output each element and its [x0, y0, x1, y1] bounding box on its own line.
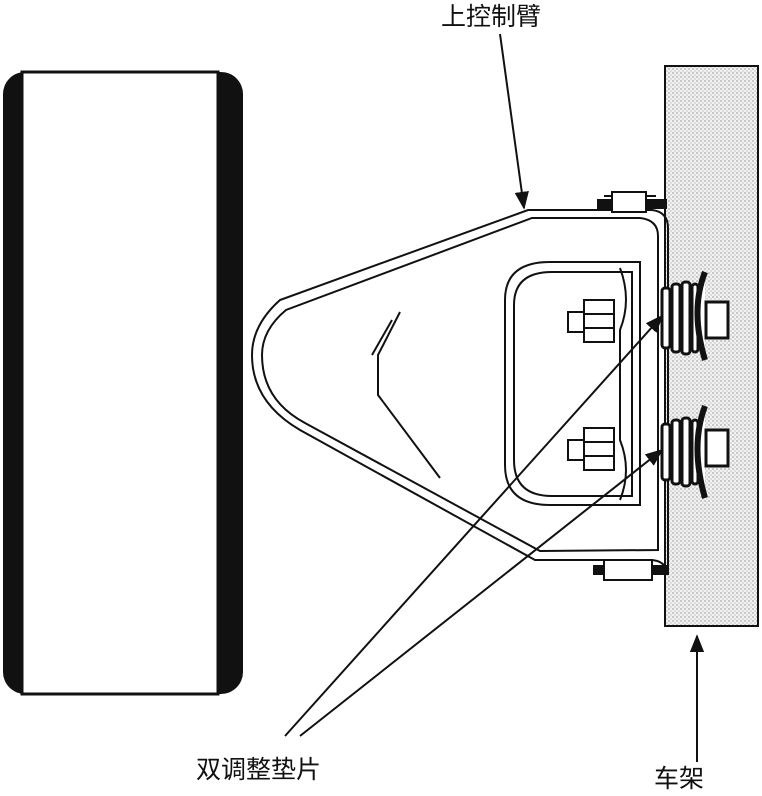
- wheel-tire: [3, 70, 243, 696]
- arrow-shim-lower: [299, 448, 664, 737]
- label-frame: 车架: [654, 764, 705, 793]
- arrow-upper-control-arm: [499, 33, 529, 210]
- inner-nuts: [567, 299, 615, 471]
- shim-stack-lower: [660, 404, 730, 499]
- label-upper-control-arm: 上控制臂: [441, 2, 542, 31]
- upper-control-arm: [250, 195, 669, 576]
- shim-stack-upper: [660, 270, 730, 361]
- label-double-shims: 双调整垫片: [196, 755, 322, 784]
- leader-lines: [284, 33, 705, 762]
- arrow-shim-upper: [284, 314, 664, 737]
- pivot-shaft-ends: [593, 191, 667, 581]
